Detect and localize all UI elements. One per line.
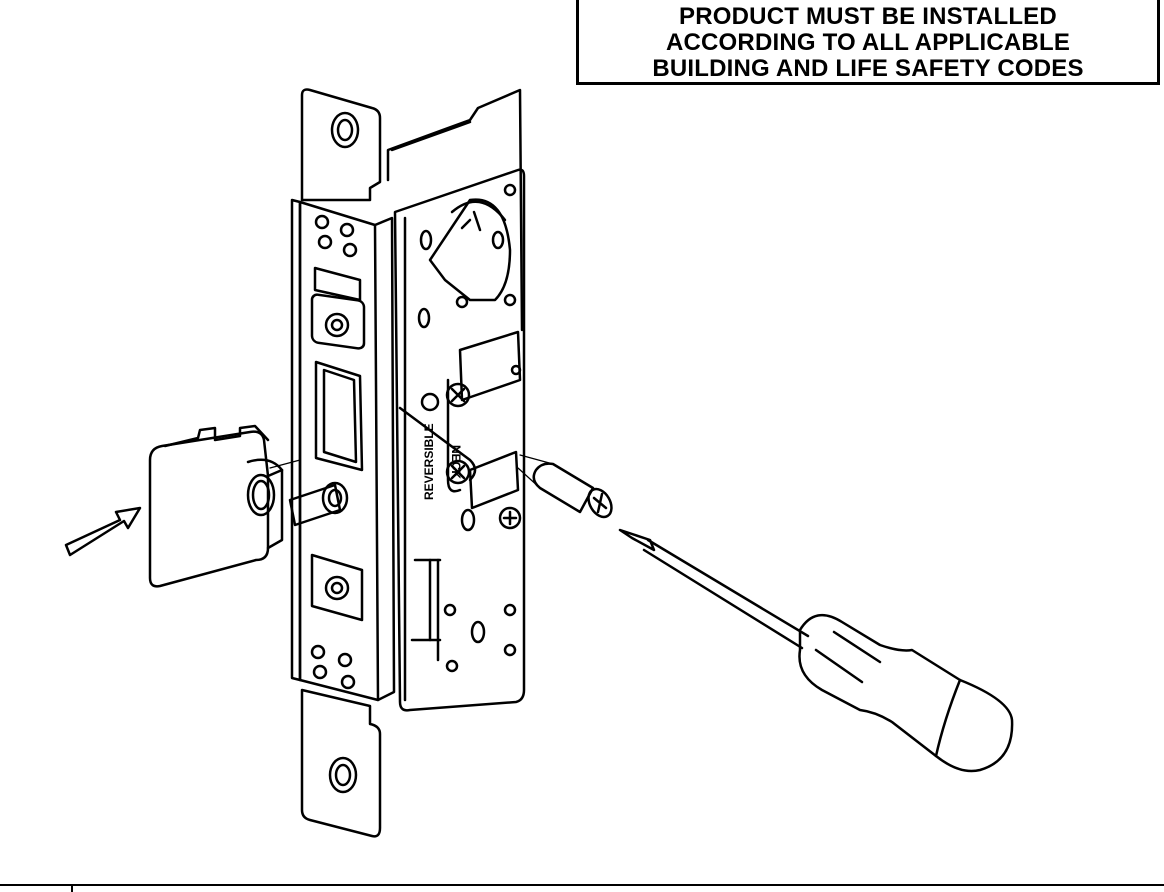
- screwdriver-icon: [618, 528, 1014, 773]
- lock-body-case: [386, 88, 526, 712]
- footer-divider: [71, 884, 73, 892]
- insert-arrow: [64, 506, 142, 557]
- safety-notice-line-1: PRODUCT MUST BE INSTALLED: [679, 2, 1057, 30]
- faceplate: [288, 88, 396, 838]
- case-engraving: REVERSIBLE NECK: [422, 423, 463, 500]
- footer-rule: [0, 884, 1164, 886]
- safety-notice-box: PRODUCT MUST BE INSTALLED ACCORDING TO A…: [576, 0, 1160, 85]
- engraving-neck: NECK: [449, 445, 463, 479]
- spacer-block: [148, 424, 301, 588]
- safety-notice-line-3: BUILDING AND LIFE SAFETY CODES: [652, 54, 1084, 82]
- engraving-reversible: REVERSIBLE: [422, 423, 436, 500]
- small-screw: [517, 454, 613, 519]
- safety-notice-line-2: ACCORDING TO ALL APPLICABLE: [665, 28, 1071, 56]
